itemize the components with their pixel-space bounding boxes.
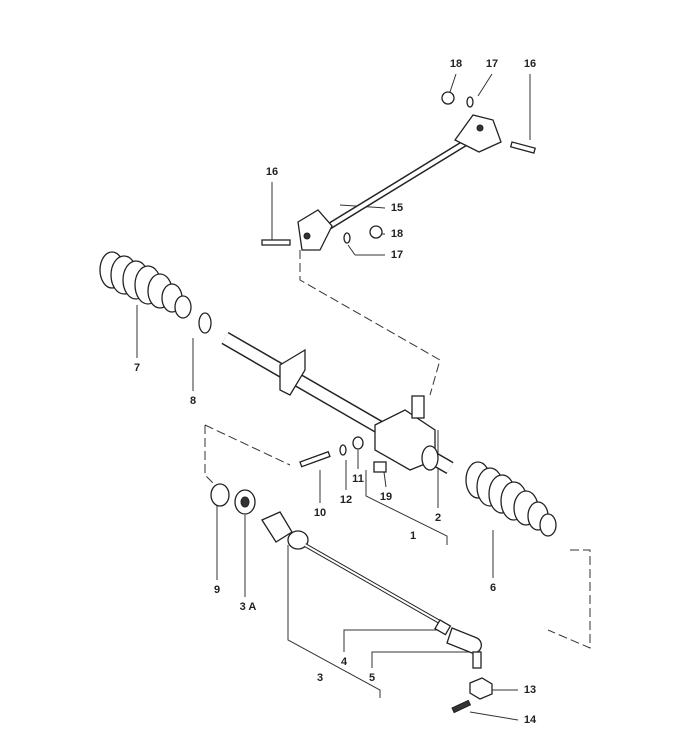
callout-11: 11 (352, 473, 364, 485)
tie-rod (261, 511, 482, 669)
boot-6 (465, 461, 557, 537)
nut-13 (469, 677, 493, 700)
plug-19 (373, 461, 387, 473)
callout-12: 12 (339, 494, 353, 506)
callout-15: 15 (390, 202, 404, 214)
bushing-9 (210, 483, 230, 507)
callout-3a: 3 A (239, 601, 257, 613)
callout-14: 14 (523, 714, 537, 726)
boot-7 (99, 251, 192, 319)
callout-18: 18 (449, 58, 463, 70)
washer-12 (339, 444, 347, 456)
clip-17-top (466, 96, 474, 108)
assembly-dashed-lines (204, 250, 591, 649)
rack-housing (221, 331, 454, 475)
callout-17: 17 (485, 58, 499, 70)
callout-4: 4 (340, 656, 348, 668)
bolt-10 (299, 450, 331, 468)
callout-19: 19 (379, 491, 393, 503)
clamp-8 (198, 312, 212, 334)
callout-17: 17 (390, 249, 404, 261)
nut-18-top (441, 91, 455, 105)
callout-6: 6 (489, 582, 497, 594)
callout-5: 5 (368, 672, 376, 684)
callout-10: 10 (313, 507, 327, 519)
callout-8: 8 (189, 395, 197, 407)
bolt-16-left (261, 239, 291, 246)
callout-3: 3 (316, 672, 324, 684)
callout-16: 16 (523, 58, 537, 70)
callout-2: 2 (434, 512, 442, 524)
pin-14 (451, 699, 472, 714)
washer-11 (352, 436, 364, 450)
callout-16: 16 (265, 166, 279, 178)
callout-7: 7 (133, 362, 141, 374)
callout-9: 9 (213, 584, 221, 596)
callout-13: 13 (523, 684, 537, 696)
callout-18: 18 (390, 228, 404, 240)
callout-1: 1 (409, 530, 417, 542)
clip-17-mid (343, 232, 351, 244)
nut-18-mid (369, 225, 383, 239)
bolt-16-right (509, 141, 536, 154)
steering-shaft (297, 114, 502, 251)
